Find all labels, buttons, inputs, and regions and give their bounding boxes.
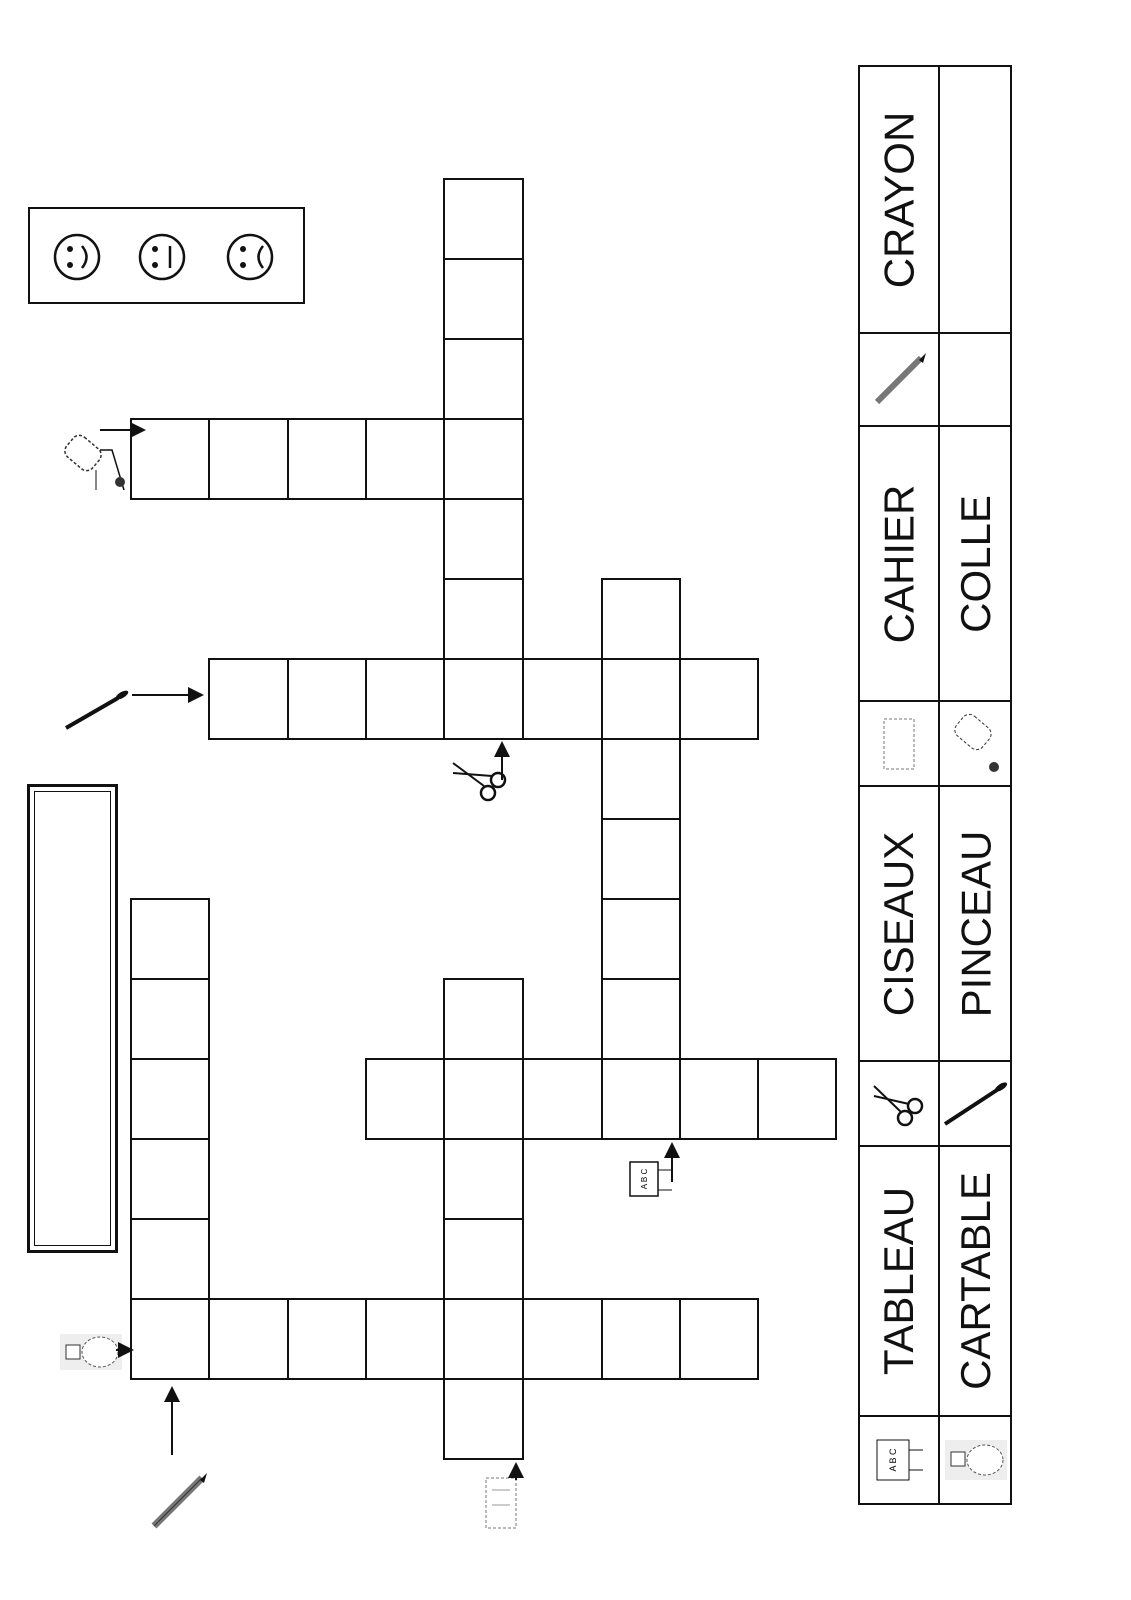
crossword-cell[interactable] xyxy=(443,1218,524,1300)
pencil-icon xyxy=(860,334,940,427)
happy-face-icon[interactable] xyxy=(53,233,101,281)
self-assessment-box xyxy=(28,207,305,304)
crossword-cell[interactable] xyxy=(443,658,524,740)
crossword-cell[interactable] xyxy=(443,418,524,500)
crossword-cell[interactable] xyxy=(130,1298,210,1380)
svg-text:A B C: A B C xyxy=(640,1169,649,1190)
word-bank-cell: TABLEAU xyxy=(860,1147,940,1417)
sad-face-icon[interactable] xyxy=(226,233,274,281)
scissors-icon xyxy=(860,1062,940,1147)
word-bank-cell: CAHIER xyxy=(860,427,940,702)
blackboard-icon: A B C xyxy=(860,1417,940,1503)
word-bank-word: CISEAUX xyxy=(875,831,923,1016)
word-bank-cell: PINCEAU xyxy=(940,787,1012,1062)
word-bank-word: TABLEAU xyxy=(875,1186,923,1376)
crossword-cell[interactable] xyxy=(443,258,524,340)
word-bank-word: CARTABLE xyxy=(952,1172,1000,1390)
crossword-cell[interactable] xyxy=(679,1298,759,1380)
crossword-cell[interactable] xyxy=(130,898,210,980)
word-bank-cell: CRAYON xyxy=(860,67,940,334)
crossword-cell[interactable] xyxy=(130,1218,210,1300)
word-bank-cell: COLLE xyxy=(940,427,1012,702)
crossword-cell[interactable] xyxy=(522,1058,603,1140)
crossword-cell[interactable] xyxy=(522,658,603,740)
paintbrush-icon xyxy=(65,690,129,730)
neutral-face-icon[interactable] xyxy=(138,233,186,281)
crossword-cell[interactable] xyxy=(757,1058,837,1140)
word-bank-word: CRAYON xyxy=(875,111,923,288)
glue-bottle-icon xyxy=(64,434,125,491)
crossword-cell[interactable] xyxy=(601,1058,681,1140)
svg-text:A B C: A B C xyxy=(888,1448,898,1472)
crossword-cell[interactable] xyxy=(522,1298,603,1380)
crossword-cell[interactable] xyxy=(130,978,210,1060)
pencil-icon xyxy=(151,1473,207,1529)
crossword-cell[interactable] xyxy=(208,1298,289,1380)
crossword-cell[interactable] xyxy=(365,418,445,500)
word-bank-word: COLLE xyxy=(952,494,1000,633)
clue-markers: A B C xyxy=(60,422,680,1529)
crossword-cell[interactable] xyxy=(601,578,681,660)
schoolbag-icon xyxy=(940,1417,1012,1503)
notebook-icon xyxy=(860,702,940,787)
word-bank-table: CRAYON CAHIER COLLE CISEAUX PINCEAU TABLEAU A … xyxy=(858,65,1012,1505)
crossword-cell[interactable] xyxy=(365,658,445,740)
word-bank-cell: CISEAUX xyxy=(860,787,940,1062)
schoolbag-icon xyxy=(60,1334,122,1370)
word-bank-word: PINCEAU xyxy=(952,830,1000,1017)
word-bank-cell: CARTABLE xyxy=(940,1147,1012,1417)
name-box[interactable] xyxy=(27,784,118,1253)
crossword-cell[interactable] xyxy=(287,658,367,740)
crossword-cell[interactable] xyxy=(287,418,367,500)
crossword-cell[interactable] xyxy=(287,1298,367,1380)
crossword-cell[interactable] xyxy=(443,1298,524,1380)
crossword-cell[interactable] xyxy=(130,1138,210,1220)
crossword-cell[interactable] xyxy=(208,658,289,740)
empty-icon-cell xyxy=(940,334,1012,427)
crossword-cell[interactable] xyxy=(443,1378,524,1460)
crossword-cell[interactable] xyxy=(365,1298,445,1380)
blackboard-icon: A B C xyxy=(629,1161,672,1197)
crossword-cell[interactable] xyxy=(443,178,524,260)
crossword-cell[interactable] xyxy=(601,898,681,980)
crossword-cell[interactable] xyxy=(365,1058,445,1140)
crossword-cell[interactable] xyxy=(443,338,524,420)
crossword-cell[interactable] xyxy=(679,658,759,740)
glue-bottle-icon xyxy=(940,702,1012,787)
paintbrush-icon xyxy=(940,1062,1012,1147)
crossword-cell[interactable] xyxy=(601,818,681,900)
word-bank-cell xyxy=(940,67,1012,334)
crossword-cell[interactable] xyxy=(443,978,524,1060)
scissors-icon xyxy=(452,762,507,802)
crossword-cell[interactable] xyxy=(601,1298,681,1380)
word-bank-word: CAHIER xyxy=(875,484,923,643)
notebook-icon xyxy=(485,1477,517,1529)
